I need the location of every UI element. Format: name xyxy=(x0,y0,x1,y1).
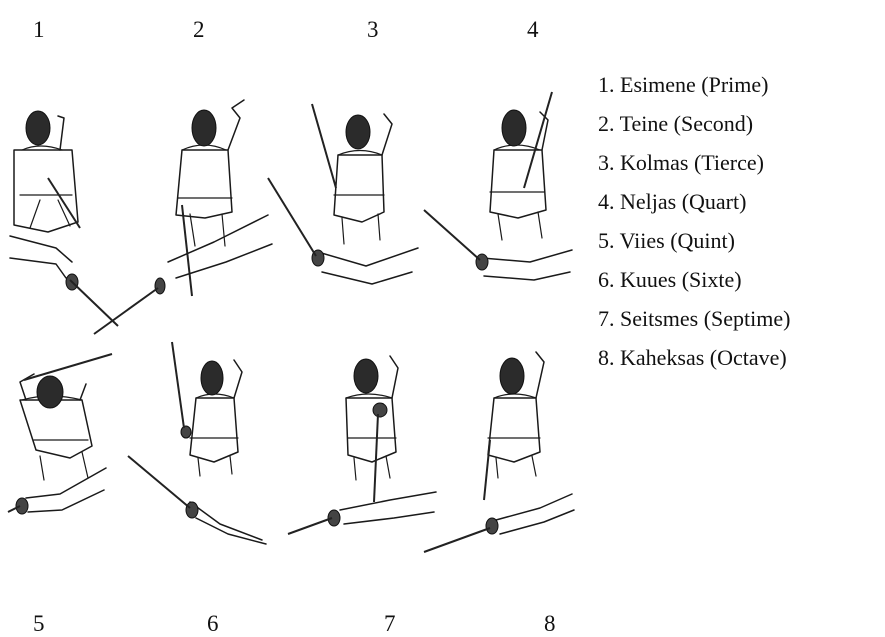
fencer-arm-2 xyxy=(94,215,272,334)
fencer-figure-6 xyxy=(172,342,242,476)
fencer-figure-7 xyxy=(346,356,398,502)
fencer-figure-4 xyxy=(490,92,552,240)
fencer-figure-3 xyxy=(312,104,392,244)
fencer-arm-4 xyxy=(424,210,572,280)
fencer-figure-8 xyxy=(484,352,544,500)
fencer-figure-1 xyxy=(14,111,80,232)
fencer-arm-1 xyxy=(10,236,118,326)
fencer-figure-5 xyxy=(20,354,112,480)
fencer-arm-6 xyxy=(128,456,266,544)
fencer-arm-8 xyxy=(424,494,574,552)
fencer-arm-7 xyxy=(288,492,436,534)
fencer-arm-5 xyxy=(8,468,106,514)
